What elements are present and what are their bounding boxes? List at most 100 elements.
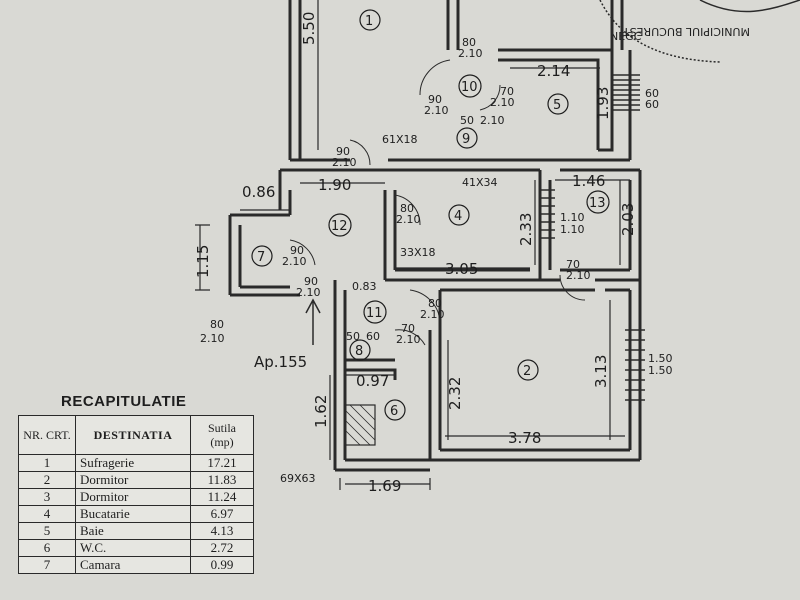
cell-nr: 2 xyxy=(18,471,76,489)
door-label: 2.10 xyxy=(296,286,321,299)
door-label: 2.10 xyxy=(282,255,307,268)
dim-1-69: 1.69 xyxy=(368,477,401,495)
cell-destinatia: Sufragerie xyxy=(75,454,191,472)
walls xyxy=(228,0,642,472)
door-label: 2.10 xyxy=(480,114,505,127)
dim-1-50-bottom: 1.50 xyxy=(648,364,673,377)
door-label: 70 xyxy=(500,85,514,98)
cell-destinatia: Dormitor xyxy=(75,471,191,489)
cell-destinatia: W.C. xyxy=(75,539,191,557)
door-label: 2.10 xyxy=(424,104,449,117)
door-label: 2.10 xyxy=(332,156,357,169)
door-label: 90 xyxy=(428,93,442,106)
door-label: 80 xyxy=(428,297,442,310)
dim-1-10-top: 1.10 xyxy=(560,211,585,224)
cell-nr: 4 xyxy=(18,505,76,523)
opening-69x63: 69X63 xyxy=(280,472,316,485)
dim-1-90: 1.90 xyxy=(318,176,351,194)
table-row: 1 Sufragerie 17.21 xyxy=(18,454,254,472)
stamp-subtext: MUNICIPIUL BUCURESTI xyxy=(620,25,750,38)
cell-sutila: 4.13 xyxy=(190,522,254,540)
door-swings xyxy=(289,59,586,346)
header-nr: NR. CRT. xyxy=(18,415,76,455)
door-label: 80 xyxy=(210,318,224,331)
door-label: 2.10 xyxy=(200,332,225,345)
dim-3-13: 3.13 xyxy=(592,355,610,388)
door-label: 60 xyxy=(366,330,380,343)
table-row: 5 Baie 4.13 xyxy=(18,522,254,540)
dim-2-32: 2.32 xyxy=(446,377,464,410)
cell-destinatia: Bucatarie xyxy=(75,505,191,523)
dim-3-05: 3.05 xyxy=(445,260,478,278)
door-label: 80 xyxy=(462,36,476,49)
cell-nr: 6 xyxy=(18,539,76,557)
door-label: 2.10 xyxy=(458,47,483,60)
room-number-1: 1 xyxy=(365,14,373,29)
cell-sutila: 11.24 xyxy=(190,488,254,506)
recap-table: NR. CRT. DESTINATIA Sutila (mp) 1 Sufrag… xyxy=(18,415,254,574)
room-number-5: 5 xyxy=(553,98,561,113)
door-label: 2.10 xyxy=(396,213,421,226)
dim-1-62: 1.62 xyxy=(312,395,330,428)
dim-1-10-bottom: 1.10 xyxy=(560,223,585,236)
cell-nr: 1 xyxy=(18,454,76,472)
room-numbers: 1 2 4 5 6 7 8 9 10 11 12 13 xyxy=(251,9,610,421)
dim-1-50-top: 1.50 xyxy=(648,352,673,365)
dim-5-50: 5.50 xyxy=(300,12,318,45)
stamp-text: NEGC xyxy=(610,30,642,43)
door-label: 50 xyxy=(346,330,360,343)
wc-fixture xyxy=(344,404,376,446)
door-label: 2.10 xyxy=(566,269,591,282)
door-label: 80 xyxy=(400,202,414,215)
opening-41x34: 41X34 xyxy=(462,176,498,189)
door-label: 70 xyxy=(566,258,580,271)
door-label: 90 xyxy=(304,275,318,288)
recap-header-row: NR. CRT. DESTINATIA Sutila (mp) xyxy=(18,415,254,455)
room-number-7: 7 xyxy=(257,250,265,265)
apartment-label: Ap.155 xyxy=(254,353,307,371)
door-label: 90 xyxy=(290,244,304,257)
door-label: 70 xyxy=(401,322,415,335)
room-number-8: 8 xyxy=(355,344,363,359)
room-number-6: 6 xyxy=(390,404,398,419)
opening-61x18: 61X18 xyxy=(382,133,418,146)
room-number-4: 4 xyxy=(454,209,462,224)
opening-labels: 61X18 41X34 33X18 69X63 xyxy=(280,133,498,485)
room-number-9: 9 xyxy=(462,132,470,147)
dimension-lines xyxy=(195,0,630,490)
header-destinatia: DESTINATIA xyxy=(75,415,191,455)
dim-2-14: 2.14 xyxy=(537,62,570,80)
door-labels: 80 2.10 90 2.10 70 2.10 50 2.10 90 2.10 … xyxy=(200,36,591,346)
header-sutila: Sutila (mp) xyxy=(190,415,254,455)
dimension-labels: 5.50 2.14 1.93 60 60 1.90 0.86 1.46 2.33… xyxy=(194,12,673,495)
dim-0-83: 0.83 xyxy=(352,280,377,293)
cell-destinatia: Dormitor xyxy=(75,488,191,506)
cell-nr: 5 xyxy=(18,522,76,540)
room-number-13: 13 xyxy=(589,196,606,211)
cell-destinatia: Baie xyxy=(75,522,191,540)
dim-2-03: 2.03 xyxy=(619,203,637,236)
room-number-12: 12 xyxy=(331,219,348,234)
dim-0-97: 0.97 xyxy=(356,372,389,390)
door-label: 2.10 xyxy=(490,96,515,109)
room-number-2: 2 xyxy=(523,364,531,379)
table-row: 2 Dormitor 11.83 xyxy=(18,471,254,489)
cell-sutila: 17.21 xyxy=(190,454,254,472)
table-row: 4 Bucatarie 6.97 xyxy=(18,505,254,523)
cell-destinatia: Camara xyxy=(75,556,191,574)
apartment-entry: Ap.155 xyxy=(254,298,321,371)
dim-60-top: 60 xyxy=(645,87,659,100)
dim-1-46: 1.46 xyxy=(572,172,605,190)
table-row: 3 Dormitor 11.24 xyxy=(18,488,254,506)
room-number-11: 11 xyxy=(366,306,383,321)
door-label: 50 xyxy=(460,114,474,127)
dim-3-78: 3.78 xyxy=(508,429,541,447)
recap-title: RECAPITULATIE xyxy=(61,393,187,410)
stamp: MUNICIPIUL BUCURESTI NEGC xyxy=(599,0,800,63)
cell-sutila: 2.72 xyxy=(190,539,254,557)
dim-1-93: 1.93 xyxy=(594,87,612,120)
door-label: 2.10 xyxy=(420,308,445,321)
room-number-10: 10 xyxy=(461,80,478,95)
